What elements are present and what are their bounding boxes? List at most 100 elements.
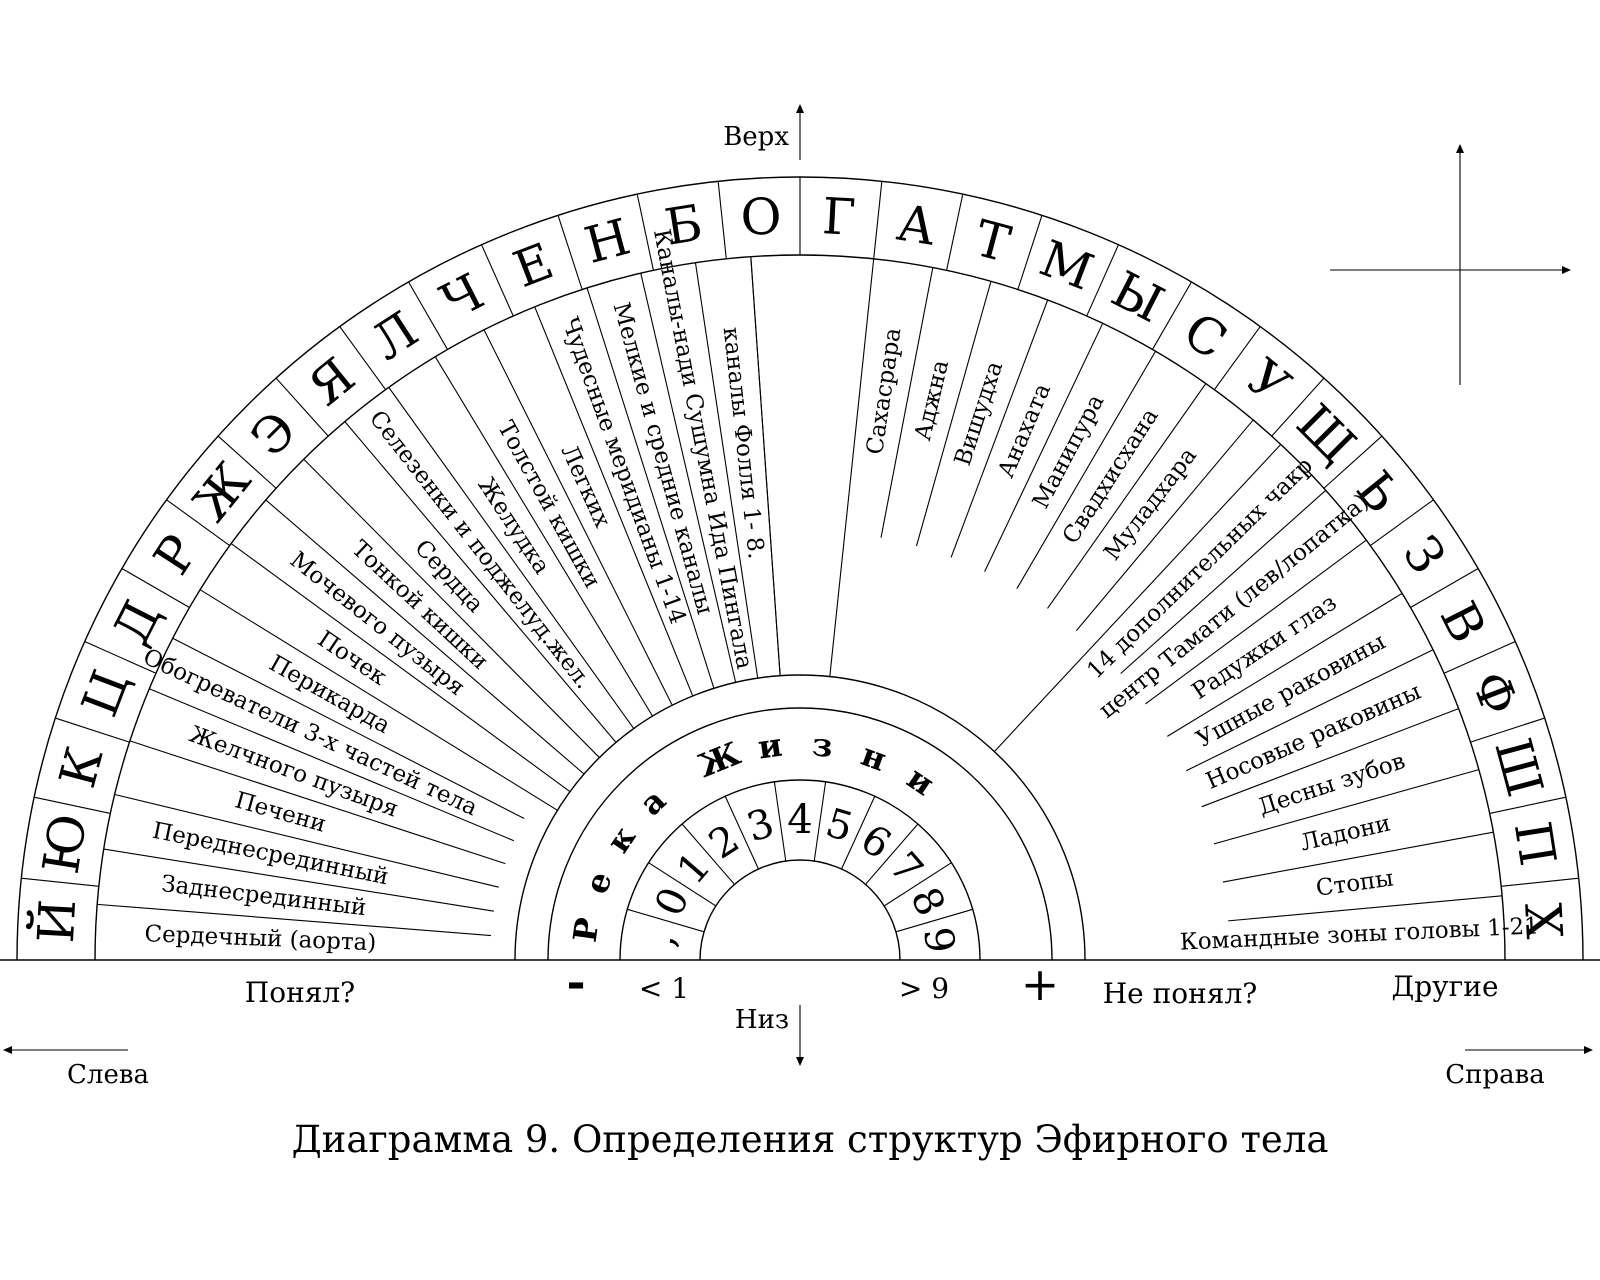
alphabet-letter: Э <box>240 400 308 468</box>
up-label: Верх <box>723 122 789 152</box>
letter-divider <box>1323 435 1383 489</box>
segment-divider <box>344 421 617 743</box>
chakra-divider <box>915 281 992 547</box>
less-than-label: < 1 <box>639 972 689 1005</box>
letter-divider <box>275 377 329 437</box>
alphabet-letter: З <box>1391 526 1457 584</box>
alphabet-letter: Р <box>143 525 210 585</box>
alphabet-letter: А <box>893 194 940 257</box>
alphabet-letter: Д <box>102 591 172 654</box>
number-ring-outer <box>619 779 981 961</box>
segment-divider <box>1201 708 1459 808</box>
segment-divider <box>103 848 494 912</box>
segment-divider <box>483 329 673 706</box>
letter-divider <box>33 796 111 814</box>
alphabet-letter: К <box>48 741 114 794</box>
segment-ring-inner <box>514 674 1086 961</box>
chakra-divider <box>1016 350 1157 589</box>
right-label: Справа <box>1445 1060 1545 1090</box>
letter-divider <box>339 326 387 390</box>
number-divider <box>813 781 827 862</box>
river-number: 0 <box>646 881 698 923</box>
chakra-divider <box>1047 383 1207 609</box>
segment-divider <box>1222 831 1494 883</box>
letter-divider <box>1152 281 1192 350</box>
alphabet-letter: Ш <box>1483 732 1554 802</box>
segment-divider <box>129 740 506 865</box>
others-label: Другие <box>1391 970 1498 1003</box>
alphabet-letter: М <box>1032 229 1101 301</box>
alphabet-letter: Ц <box>71 663 141 724</box>
river-number: 7 <box>880 844 931 893</box>
letter-divider <box>1213 326 1261 390</box>
river-word-letter: з <box>810 725 834 765</box>
alphabet-letter: Г <box>821 187 857 247</box>
letter-divider <box>1370 499 1434 547</box>
alphabet-letter: Ф <box>1460 664 1529 724</box>
river-word-letter: а <box>632 781 673 823</box>
letter-divider <box>21 877 99 887</box>
letter-divider <box>408 281 448 350</box>
river-word-letter: Р <box>566 915 607 944</box>
group-divider <box>829 532 846 677</box>
alphabet-letter: С <box>1173 301 1237 370</box>
left-label: Слева <box>67 1060 149 1090</box>
number-divider <box>627 908 705 933</box>
segment-divider <box>230 543 571 793</box>
number-divider <box>895 908 973 933</box>
alphabet-letter: Ч <box>432 262 493 331</box>
alphabet-letter: Е <box>506 232 561 299</box>
semicircle-rings <box>16 176 1584 961</box>
segment-divider <box>149 688 515 842</box>
minus-label: - <box>566 955 585 1009</box>
river-word-letter: и <box>756 726 785 767</box>
river-number: 4 <box>787 797 812 843</box>
greater-than-label: > 9 <box>899 972 949 1005</box>
letter-divider <box>1017 215 1043 290</box>
river-word-letter: и <box>900 759 941 804</box>
letter-divider <box>1470 717 1545 743</box>
alphabet-letter: Й <box>24 898 87 945</box>
sense-zone-label: Стопы <box>1314 865 1395 901</box>
alphabet-letter: Я <box>298 347 366 417</box>
alphabet-letter: Н <box>579 208 636 275</box>
number-divider <box>773 781 787 862</box>
segment-divider <box>265 499 585 775</box>
chakra-label: Вишудха <box>950 358 1008 469</box>
river-ring-outer <box>547 707 1053 961</box>
river-number: 5 <box>821 800 858 851</box>
sense-zone-label: Командные зоны головы 1-21 <box>1179 913 1539 955</box>
down-label: Низ <box>735 1005 789 1035</box>
group-divider <box>750 256 781 676</box>
chakra-divider <box>950 299 1049 558</box>
number-divider <box>681 823 735 885</box>
alphabet-letter: Ы <box>1103 260 1173 334</box>
segment-divider <box>199 589 558 811</box>
plus-label: + <box>1021 957 1060 1011</box>
number-divider <box>841 796 876 870</box>
chakra-divider <box>880 267 934 538</box>
alphabet-letter: Л <box>361 300 428 371</box>
alphabet-letter: Х <box>1513 902 1573 941</box>
segment-divider <box>586 287 715 689</box>
river-word-letter: н <box>856 735 891 779</box>
river-word-letter: Ж <box>693 734 746 785</box>
letter-divider <box>1086 244 1119 317</box>
chakra-divider <box>1075 419 1254 631</box>
segment-divider <box>534 306 694 697</box>
letter-divider <box>1489 796 1567 814</box>
segment-divider <box>640 273 737 683</box>
chakra-divider <box>844 258 875 533</box>
river-number: 2 <box>701 816 747 868</box>
chakra-divider <box>984 323 1104 572</box>
alphabet-letter: П <box>1503 818 1567 870</box>
river-word-letter: к <box>599 819 643 859</box>
letter-divider <box>217 435 277 489</box>
meridian-label: Сердечный (аорта) <box>144 921 377 956</box>
segment-divider <box>1228 895 1503 922</box>
letter-divider <box>1501 877 1579 887</box>
figure-caption: Диаграмма 9. Определения структур Эфирно… <box>292 1118 1329 1161</box>
river-number: 9 <box>914 924 963 956</box>
meridian-label: Печени <box>232 787 329 837</box>
